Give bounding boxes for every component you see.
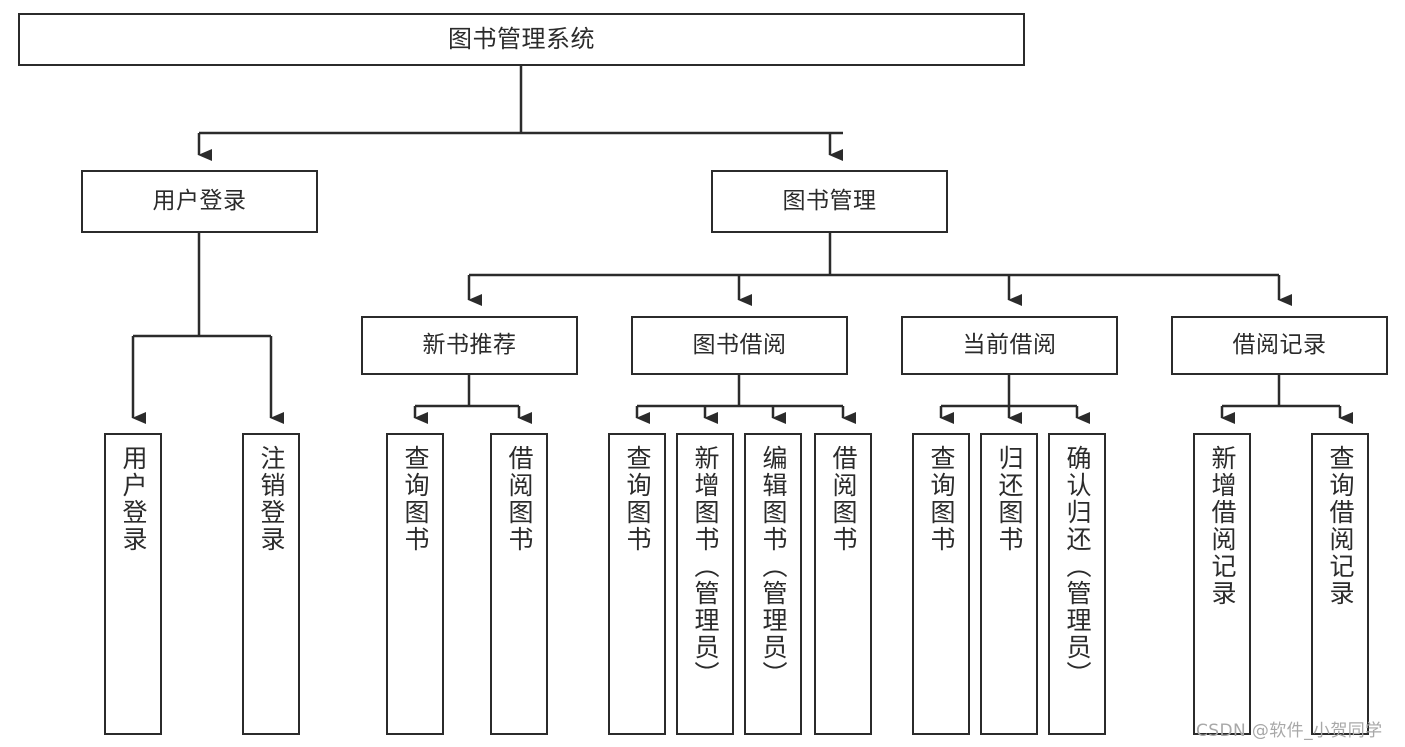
- node-label: 新书推荐: [422, 331, 517, 358]
- leaf-borrow-book[interactable]: 借阅图书: [814, 433, 872, 735]
- node-label: 编辑图书（管理员）: [759, 445, 788, 688]
- leaf-confirm-return-admin[interactable]: 确认归还（管理员）: [1048, 433, 1106, 735]
- leaf-logout-login[interactable]: 注销登录: [242, 433, 300, 735]
- node-label: 图书借阅: [692, 331, 787, 358]
- leaf-edit-book-admin[interactable]: 编辑图书（管理员）: [744, 433, 802, 735]
- node-label: 借阅记录: [1232, 331, 1327, 358]
- leaf-query-book-recommend[interactable]: 查询图书: [386, 433, 444, 735]
- leaf-add-book-admin[interactable]: 新增图书（管理员）: [676, 433, 734, 735]
- node-label: 借阅图书: [505, 445, 534, 553]
- leaf-add-borrow-record[interactable]: 新增借阅记录: [1193, 433, 1251, 735]
- node-label: 新增图书（管理员）: [691, 445, 720, 688]
- node-label: 查询图书: [623, 445, 652, 553]
- node-label: 当前借阅: [962, 331, 1057, 358]
- node-label: 图书管理系统: [448, 25, 595, 54]
- node-label: 用户登录: [119, 445, 148, 553]
- leaf-borrow-book-recommend[interactable]: 借阅图书: [490, 433, 548, 735]
- node-label: 注销登录: [257, 445, 286, 553]
- node-label: 查询图书: [927, 445, 956, 553]
- csdn-watermark: CSDN @软件_小贺同学: [1196, 721, 1383, 741]
- node-label: 图书管理: [782, 187, 877, 214]
- node-label: 查询借阅记录: [1326, 445, 1355, 607]
- node-borrow-record[interactable]: 借阅记录: [1171, 316, 1388, 375]
- leaf-query-book-borrow[interactable]: 查询图书: [608, 433, 666, 735]
- node-label: 查询图书: [401, 445, 430, 553]
- node-user-login[interactable]: 用户登录: [81, 170, 318, 233]
- node-root-system[interactable]: 图书管理系统: [18, 13, 1025, 66]
- node-label: 确认归还（管理员）: [1063, 445, 1092, 688]
- node-book-manage[interactable]: 图书管理: [711, 170, 948, 233]
- leaf-return-book[interactable]: 归还图书: [980, 433, 1038, 735]
- leaf-query-book-current[interactable]: 查询图书: [912, 433, 970, 735]
- node-label: 归还图书: [995, 445, 1024, 553]
- node-label: 借阅图书: [829, 445, 858, 553]
- node-new-book-recommend[interactable]: 新书推荐: [361, 316, 578, 375]
- node-label: 用户登录: [152, 187, 247, 214]
- leaf-user-login[interactable]: 用户登录: [104, 433, 162, 735]
- node-label: 新增借阅记录: [1208, 445, 1237, 607]
- node-current-borrow[interactable]: 当前借阅: [901, 316, 1118, 375]
- leaf-query-borrow-record[interactable]: 查询借阅记录: [1311, 433, 1369, 735]
- node-book-borrow[interactable]: 图书借阅: [631, 316, 848, 375]
